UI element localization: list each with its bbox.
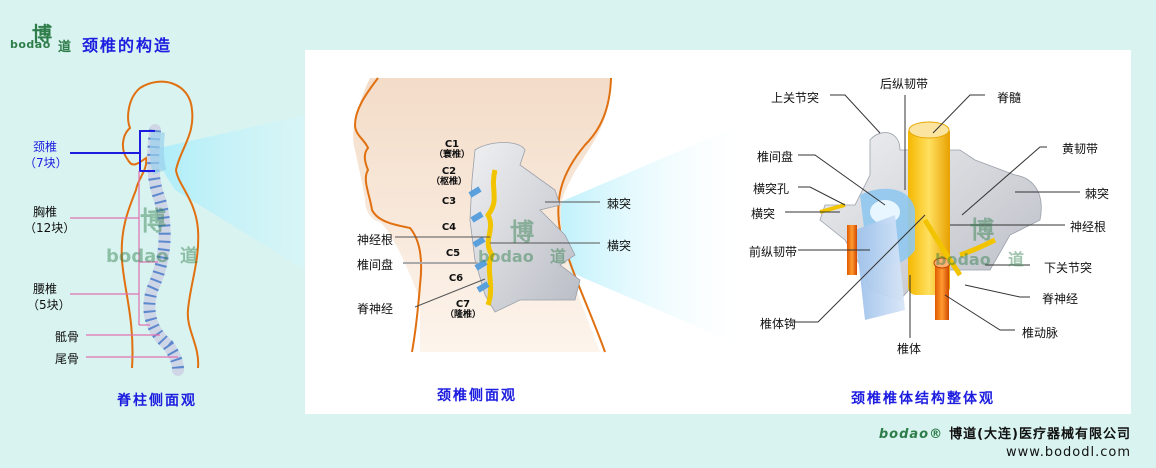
label-c5: C5 <box>445 248 461 259</box>
label-lumbar: 腰椎 <box>33 282 58 296</box>
watermark: 博 bodao 道 博 bodao 道 博 bodao 道 <box>106 207 1024 269</box>
label-c7: C7 （隆椎） <box>444 299 481 320</box>
label-cervical: 颈椎 <box>33 140 58 154</box>
svg-text:bodao: bodao <box>106 246 169 267</box>
svg-text:bodao: bodao <box>935 250 991 269</box>
label-c2: C2 （枢椎） <box>430 166 467 187</box>
label-structure-nerve-root: 神经根 <box>1070 220 1107 234</box>
label-superior-articular: 上关节突 <box>771 91 820 105</box>
label-ligamentum-flavum: 黄韧带 <box>1062 142 1099 156</box>
svg-text:博: 博 <box>510 217 534 246</box>
label-cervical-count: （7块） <box>24 156 68 170</box>
label-thoracic: 胸椎 <box>33 205 58 219</box>
label-lumbar-count: （5块） <box>27 298 71 312</box>
label-structure-transverse-process: 横突 <box>751 207 776 221</box>
label-spinal-cord: 脊髓 <box>997 91 1022 105</box>
label-thoracic-count: （12块） <box>24 221 76 235</box>
logo-char2: 道 <box>58 40 72 55</box>
spine-illustration <box>143 124 184 376</box>
label-c4: C4 <box>441 222 457 233</box>
label-structure-spinous-process: 棘突 <box>1085 187 1110 201</box>
label-vertebral-body: 椎体 <box>897 342 922 356</box>
bodao-logo: 博 bodao 道 <box>8 20 72 55</box>
cervical-spine-illustration <box>468 142 581 313</box>
logo-char: 博 <box>32 22 52 46</box>
website-url: www.bododl.com <box>1005 445 1131 460</box>
caption-cervical-side-view: 颈椎侧面观 <box>437 388 517 404</box>
label-uncinate: 椎体钩 <box>760 317 797 331</box>
label-anterior-ligament: 前纵韧带 <box>749 245 798 259</box>
label-nerve-root: 神经根 <box>357 233 394 247</box>
label-c1: C1 （寰椎） <box>433 139 470 160</box>
label-structure-disc: 椎间盘 <box>757 150 794 164</box>
label-transverse-foramen: 横突孔 <box>753 182 790 196</box>
svg-text:道: 道 <box>1008 250 1024 269</box>
label-disc: 椎间盘 <box>357 258 394 272</box>
svg-text:道: 道 <box>180 245 198 267</box>
logo-word: bodao <box>10 38 51 51</box>
footer-brand: bodao® <box>878 427 944 442</box>
label-structure-spinal-nerve: 脊神经 <box>1042 292 1079 306</box>
svg-text:道: 道 <box>550 247 566 266</box>
company-name: bodao® 博道(大连)医疗器械有限公司 <box>879 423 1131 442</box>
caption-structure-overview: 颈椎椎体结构整体观 <box>851 391 995 407</box>
label-spinal-nerve: 脊神经 <box>357 302 394 316</box>
caption-spine-side-view: 脊柱侧面观 <box>117 393 197 409</box>
label-c6: C6 <box>448 273 464 284</box>
svg-text:博: 博 <box>970 215 994 244</box>
footer-company-text: 博道(大连)医疗器械有限公司 <box>949 427 1131 442</box>
label-spinous-process: 棘突 <box>607 197 632 211</box>
label-transverse-process: 横突 <box>607 239 632 253</box>
label-inferior-articular: 下关节突 <box>1044 261 1093 275</box>
label-coccyx: 尾骨 <box>55 352 80 366</box>
label-sacrum: 骶骨 <box>55 330 80 344</box>
page-title: 颈椎的构造 <box>82 36 173 55</box>
svg-text:bodao: bodao <box>478 247 534 266</box>
label-posterior-ligament: 后纵韧带 <box>880 77 929 91</box>
vertebra-structure-illustration <box>819 121 1042 320</box>
label-c3: C3 <box>441 196 457 207</box>
svg-text:博: 博 <box>140 207 166 237</box>
label-vertebral-artery: 椎动脉 <box>1022 326 1059 340</box>
